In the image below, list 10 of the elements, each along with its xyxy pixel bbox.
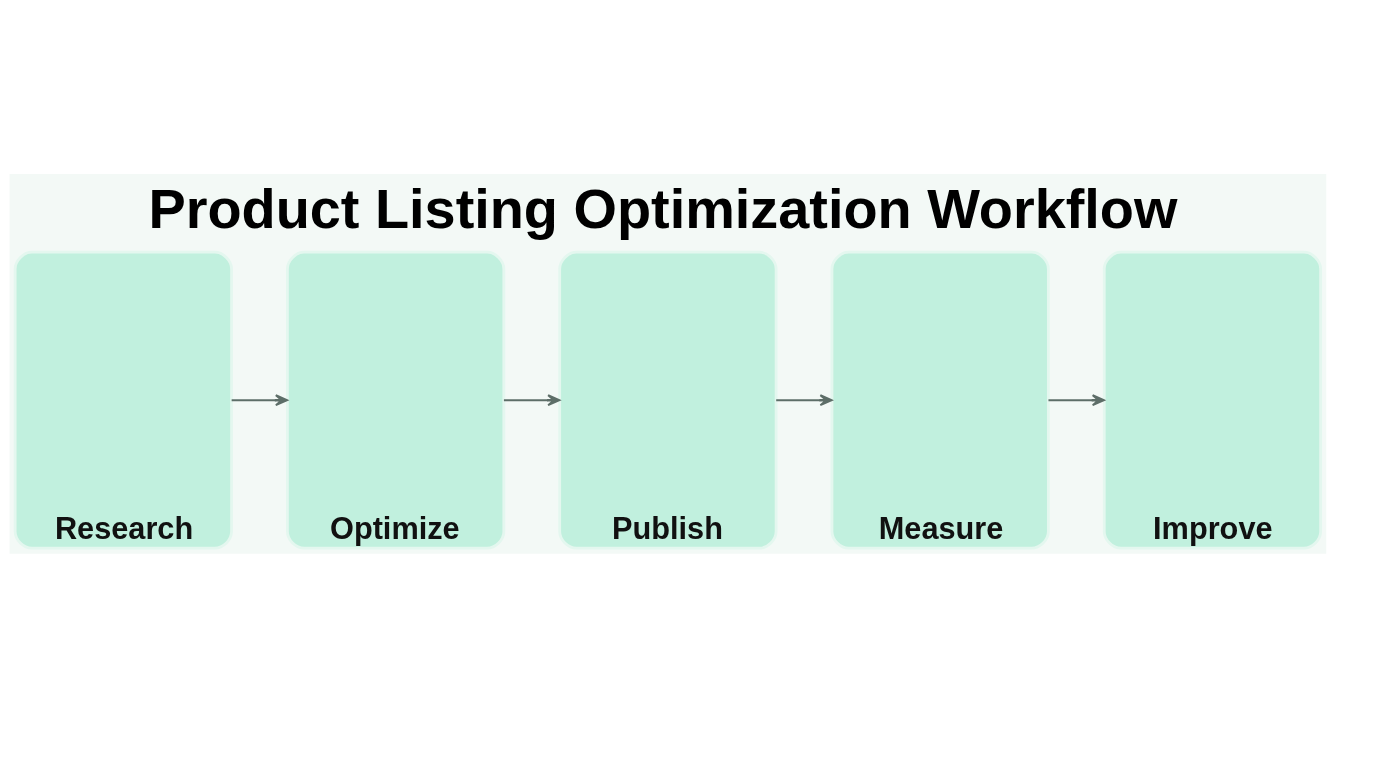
arrow	[230, 394, 288, 407]
node-box: Research	[13, 250, 233, 550]
node-box: Publish	[558, 250, 778, 550]
diagram-title: Product Listing Optimization Workflow	[148, 177, 1178, 241]
node-box: Measure	[830, 250, 1050, 550]
arrow	[1047, 394, 1105, 407]
node-box: Optimize	[286, 250, 506, 550]
arrow	[502, 394, 561, 407]
node-box: Improve	[1102, 250, 1323, 550]
arrow	[775, 394, 833, 407]
